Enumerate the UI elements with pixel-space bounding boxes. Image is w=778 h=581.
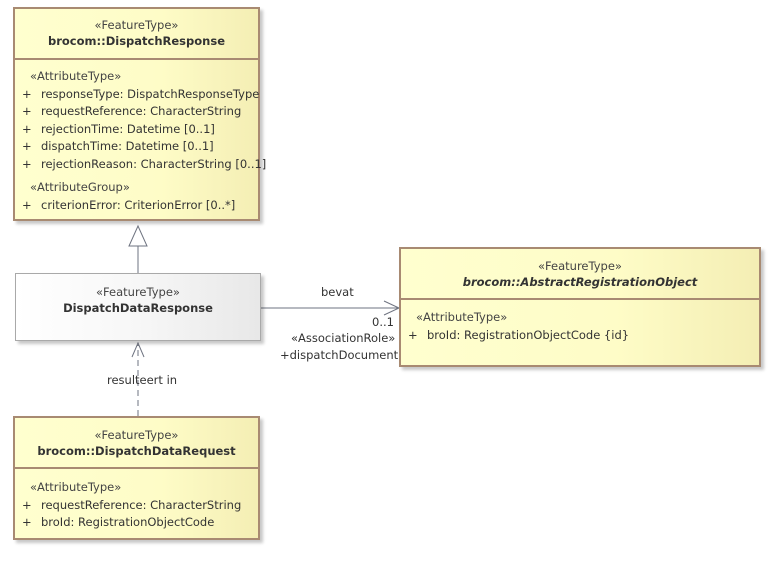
class-name: brocom::AbstractRegistrationObject <box>462 275 698 289</box>
attribute-row[interactable]: + criterionError: CriterionError [0..*] <box>21 197 252 215</box>
attribute-text: requestReference: CharacterString <box>41 104 242 118</box>
generalization-arrowhead <box>128 224 148 247</box>
attribute-group-stereotype: «AttributeType» <box>30 480 122 494</box>
compartment-divider <box>15 58 258 60</box>
association-multiplicity-label: 0..1 <box>372 315 394 329</box>
visibility-marker: + <box>22 139 32 153</box>
attribute-compartment: «AttributeType» + responseType: DispatchR… <box>15 60 266 214</box>
association-role-name-label: +dispatchDocument <box>280 348 399 362</box>
attribute-text: responseType: DispatchResponseType <box>41 86 260 101</box>
compartment-divider <box>15 467 258 469</box>
class-header: «FeatureType» brocom::DispatchDataReques… <box>15 418 258 467</box>
attribute-group-attributetype: «AttributeType» + broId: RegistrationObje… <box>407 309 753 344</box>
attribute-row[interactable]: + requestReference: CharacterString <box>21 497 252 515</box>
class-stereotype: «FeatureType» <box>94 428 179 442</box>
attribute-text: broId: RegistrationObjectCode {id} <box>427 327 630 342</box>
class-dispatch-data-request[interactable]: «FeatureType» brocom::DispatchDataReques… <box>13 416 260 540</box>
class-stereotype: «FeatureType» <box>538 259 622 273</box>
attribute-text: rejectionReason: CharacterString [0..1] <box>41 156 267 171</box>
class-stereotype: «FeatureType» <box>94 18 179 32</box>
class-header: «FeatureType» brocom::DispatchResponse <box>15 9 258 58</box>
attribute-row[interactable]: + dispatchTime: Datetime [0..1] <box>21 138 252 156</box>
attribute-text: criterionError: CriterionError [0..*] <box>41 197 236 212</box>
class-name: DispatchDataResponse <box>63 301 213 315</box>
association-role-stereotype-label: «AssociationRole» <box>291 331 396 345</box>
attribute-row[interactable]: + broId: RegistrationObjectCode <box>21 514 252 532</box>
class-name: brocom::DispatchDataRequest <box>37 444 236 458</box>
attribute-text: broId: RegistrationObjectCode <box>41 515 215 529</box>
attribute-text: dispatchTime: Datetime [0..1] <box>41 139 214 153</box>
visibility-marker: + <box>408 327 418 342</box>
class-stereotype: «FeatureType» <box>96 285 180 299</box>
attribute-row[interactable]: + rejectionTime: Datetime [0..1] <box>21 121 252 139</box>
class-header: «FeatureType» brocom::AbstractRegistrati… <box>401 249 759 298</box>
attribute-group-stereotype: «AttributeType» <box>416 310 508 324</box>
visibility-marker: + <box>22 497 32 512</box>
attribute-group-attributetype: «AttributeType» + responseType: DispatchR… <box>21 68 266 174</box>
visibility-marker: + <box>22 515 32 529</box>
dependency-name-label: resulteert in <box>107 373 178 387</box>
attribute-row[interactable]: + broId: RegistrationObjectCode {id} <box>407 327 753 345</box>
compartment-divider <box>401 298 759 300</box>
class-header: «FeatureType» DispatchDataResponse <box>16 274 260 316</box>
visibility-marker: + <box>22 197 32 212</box>
attribute-group-attributetype: «AttributeType» + requestReference: Chara… <box>21 479 252 532</box>
visibility-marker: + <box>22 104 32 118</box>
attribute-row[interactable]: + responseType: DispatchResponseType <box>21 86 259 104</box>
class-dispatch-response[interactable]: «FeatureType» brocom::DispatchResponse «… <box>13 7 266 221</box>
class-abstract-registration-object[interactable]: «FeatureType» brocom::AbstractRegistrati… <box>399 247 761 367</box>
class-dispatch-data-response[interactable]: «FeatureType» DispatchDataResponse <box>15 273 261 341</box>
attribute-compartment: «AttributeType» + requestReference: Chara… <box>15 469 258 532</box>
visibility-marker: + <box>22 86 32 101</box>
association-name-label: bevat <box>321 285 354 299</box>
attribute-text: rejectionTime: Datetime [0..1] <box>41 121 215 136</box>
dependency-arrowhead <box>131 341 145 358</box>
class-name: brocom::DispatchResponse <box>48 34 225 48</box>
attribute-row[interactable]: + requestReference: CharacterString <box>21 103 252 121</box>
attribute-group-stereotype: «AttributeType» <box>30 69 122 83</box>
attribute-group-attributegroup: «AttributeGroup» + criterionError: Criter… <box>21 179 252 214</box>
attribute-group-stereotype: «AttributeGroup» <box>30 180 130 194</box>
attribute-compartment: «AttributeType» + broId: RegistrationObje… <box>401 300 759 344</box>
attribute-row[interactable]: + rejectionReason: CharacterString [0..1] <box>21 156 266 174</box>
attribute-text: requestReference: CharacterString <box>41 497 242 512</box>
visibility-marker: + <box>22 156 32 171</box>
visibility-marker: + <box>22 121 32 136</box>
